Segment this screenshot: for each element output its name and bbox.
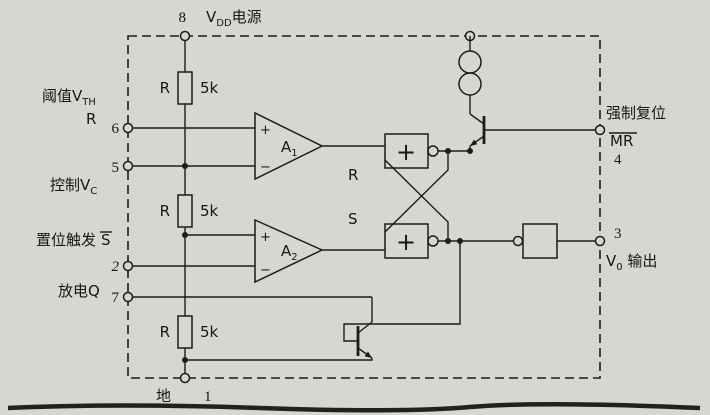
a1-plus-sign: + xyxy=(260,123,271,138)
pin4-terminal xyxy=(594,124,606,136)
pin7-number: 7 xyxy=(112,290,120,306)
r-gate-symbol: + xyxy=(396,138,416,166)
flipflop-s-label: S xyxy=(348,210,358,228)
discharge-emitter-ground-wire xyxy=(185,358,373,361)
discharge-label: 放电Q xyxy=(58,282,100,300)
pin1-number: 1 xyxy=(204,389,212,405)
reset-label-overlined: MR xyxy=(610,132,633,150)
pin1-terminal xyxy=(179,372,191,384)
pin-control: 5 控制VC xyxy=(50,160,255,197)
pin6-number: 6 xyxy=(112,121,120,137)
threshold-label: 阈值VTH xyxy=(42,87,96,108)
pin3-number: 3 xyxy=(614,226,622,242)
pin5-terminal xyxy=(122,160,134,172)
pin-threshold: 阈值VTH R 6 xyxy=(42,87,255,137)
pin-ground: 地 1 xyxy=(156,372,212,405)
s-gate-output-bubble xyxy=(427,235,439,247)
output-inverter xyxy=(512,223,600,259)
junction-qbar-node xyxy=(445,238,451,244)
r1-value: 5k xyxy=(200,79,219,97)
pin-output: 3 V0 输出 xyxy=(594,226,657,273)
reset-transistor xyxy=(469,113,600,147)
a1-minus-sign: − xyxy=(260,160,271,175)
ic-boundary-box xyxy=(127,35,601,379)
output-label: V0 输出 xyxy=(606,252,657,273)
discharge-transistor xyxy=(185,238,463,361)
pin3-terminal xyxy=(594,235,606,247)
ground-label: 地 xyxy=(156,387,171,405)
a2-plus-sign: + xyxy=(260,230,271,245)
junction-reset-node xyxy=(467,148,473,154)
discharge-transistor-emitter-arrow xyxy=(364,351,372,358)
discharge-base-wire xyxy=(343,241,461,342)
r-gate-output-bubble xyxy=(427,145,439,157)
cross-coupling-wire-2 xyxy=(384,159,449,241)
pin8-terminal xyxy=(179,30,191,42)
inverter-input-bubble xyxy=(512,235,524,247)
a2-triangle xyxy=(254,218,324,284)
rs-flipflop: + + R S xyxy=(348,133,513,259)
control-label: 控制VC xyxy=(50,176,97,197)
inverter-box xyxy=(522,223,558,259)
resistor-r2 xyxy=(177,194,193,228)
reset-label: 强制复位 xyxy=(606,104,666,122)
pin-reset: 强制复位 MR 4 xyxy=(594,104,666,168)
r1-label: R xyxy=(160,79,170,97)
pin6-terminal xyxy=(122,122,134,134)
flipflop-r-label: R xyxy=(348,166,358,184)
a2-minus-sign: − xyxy=(260,263,271,278)
pin4-number: 4 xyxy=(614,152,622,168)
resistor-r1 xyxy=(177,71,193,105)
comparator-a1: + − A1 xyxy=(254,111,385,181)
reset-transistor-emitter-arrow xyxy=(470,139,478,146)
trigger-label: 置位触发 xyxy=(36,231,96,249)
reset-transistor-leads xyxy=(469,113,485,147)
pin-discharge: 放电Q 7 xyxy=(58,282,372,306)
scan-smudge-artifact xyxy=(7,401,701,413)
current-source xyxy=(458,30,482,154)
junction-discharge-branch xyxy=(457,238,463,244)
cross-coupling-wire-1 xyxy=(384,151,449,233)
a1-triangle xyxy=(254,111,324,181)
pin2-number: 2 xyxy=(112,259,120,275)
r3-value: 5k xyxy=(200,323,219,341)
discharge-transistor-leads xyxy=(357,321,373,359)
pin7-terminal xyxy=(122,291,134,303)
a2-label: A2 xyxy=(281,242,298,263)
a1-label: A1 xyxy=(281,138,298,159)
trigger-label-overlined: S xyxy=(101,231,111,249)
comparator-a2: + − A2 xyxy=(254,218,385,284)
r2-value: 5k xyxy=(200,202,219,220)
pin-vdd: 8 VDD电源 xyxy=(179,8,262,42)
pin8-label: VDD电源 xyxy=(206,8,262,29)
pin5-number: 5 xyxy=(112,160,120,176)
pin8-number: 8 xyxy=(179,10,187,26)
pin-trigger: 置位触发 S 2 xyxy=(36,231,255,275)
pin2-terminal xyxy=(122,260,134,272)
current-source-circle-bottom xyxy=(458,72,482,96)
resistor-chain: R 5k R 5k R 5k xyxy=(160,36,219,378)
s-gate-symbol: + xyxy=(396,228,416,256)
resistor-r3 xyxy=(177,315,193,349)
r2-label: R xyxy=(160,202,170,220)
junction-q-node xyxy=(445,148,451,154)
current-source-circle-top xyxy=(458,50,482,74)
r3-label: R xyxy=(160,323,170,341)
threshold-label-line2: R xyxy=(86,110,96,128)
